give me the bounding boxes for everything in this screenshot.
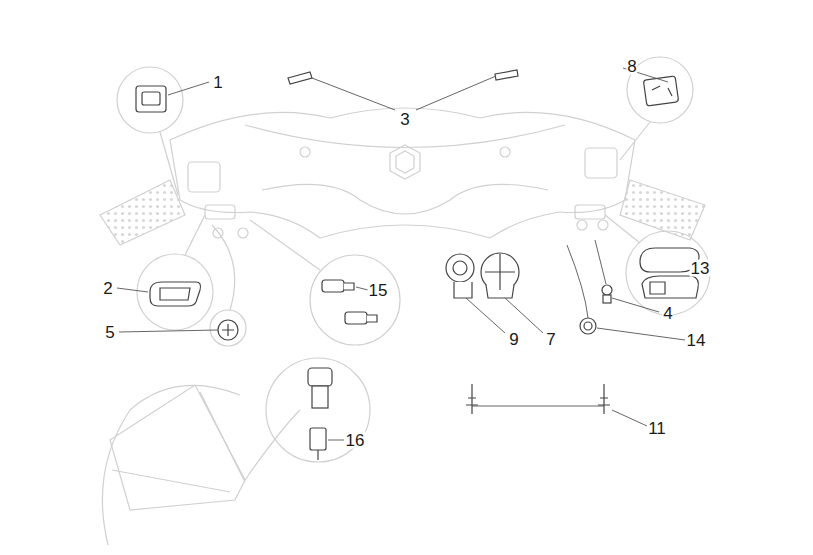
callout-number: 14	[686, 332, 707, 349]
callout-number: 7	[545, 331, 556, 348]
callout-number: 5	[104, 324, 115, 341]
callout-number: 3	[399, 111, 410, 128]
callout-number: 1	[212, 74, 223, 91]
callout-number: 9	[508, 331, 519, 348]
callout-number: 15	[368, 282, 389, 299]
callout-number: 11	[647, 420, 667, 437]
callout-number: 13	[690, 260, 711, 277]
callout-number: 8	[626, 58, 637, 75]
callout-number: 16	[345, 432, 366, 449]
callout-number: 4	[662, 305, 673, 322]
callout-number: 2	[102, 280, 113, 297]
